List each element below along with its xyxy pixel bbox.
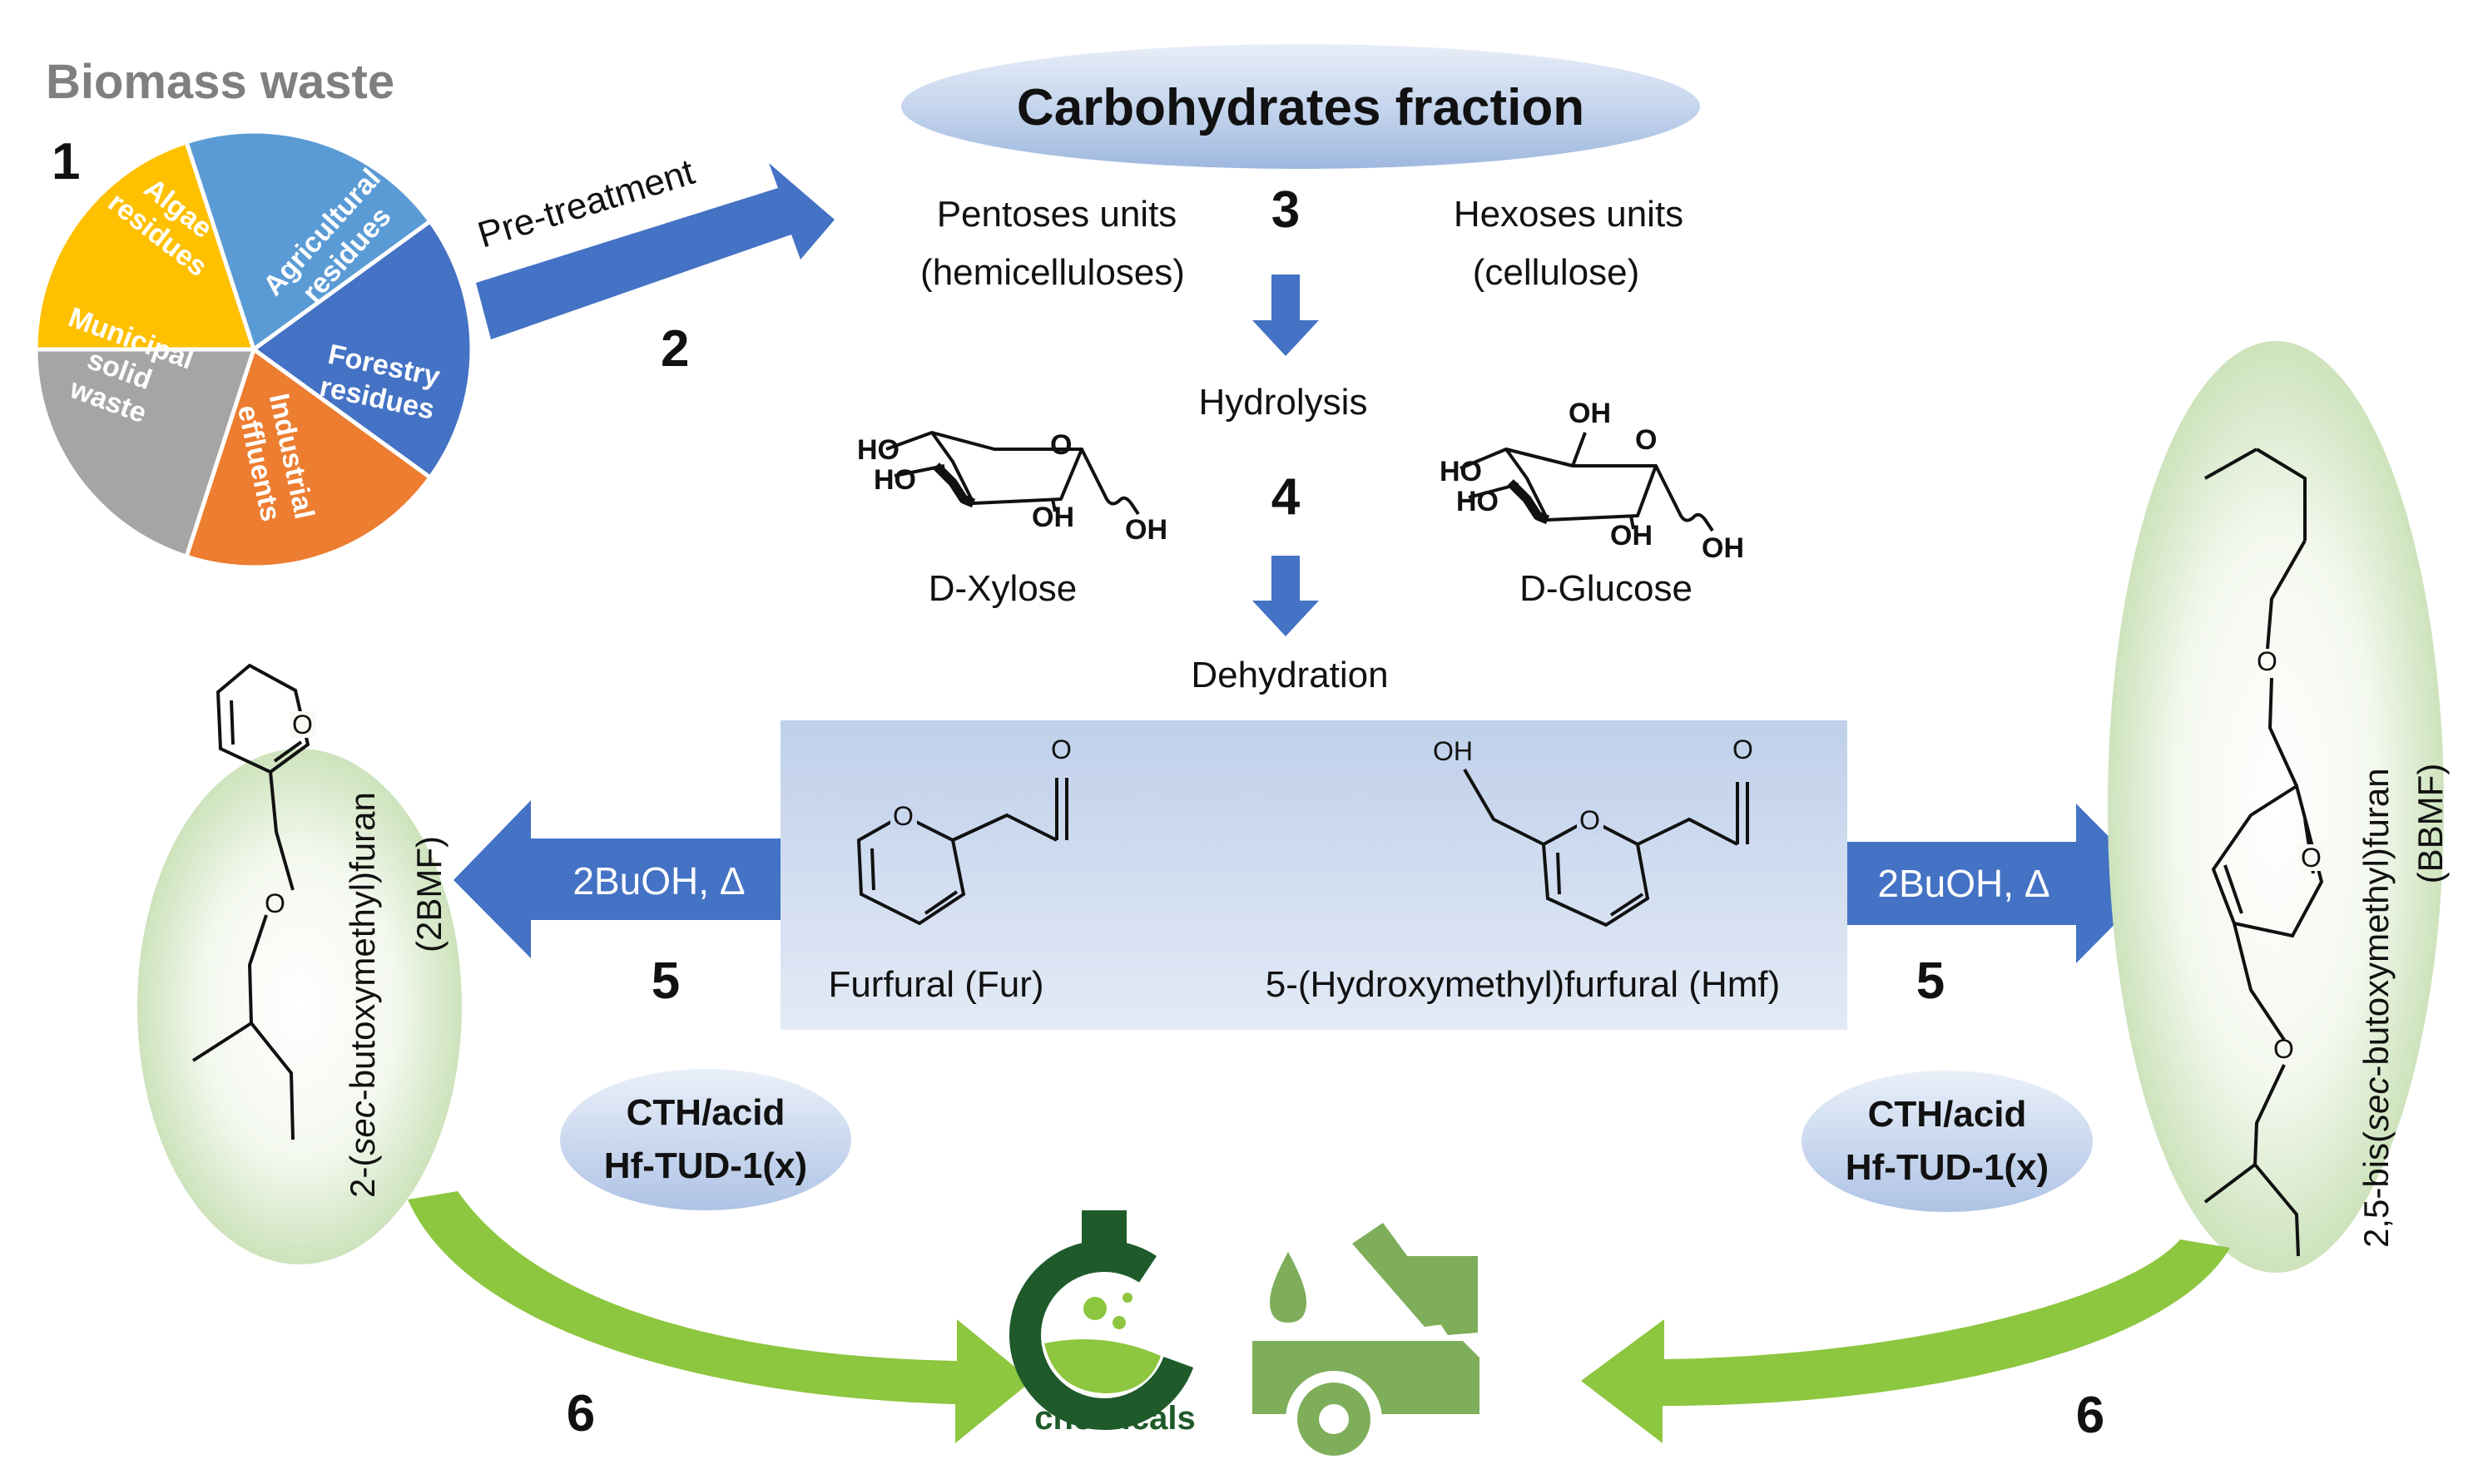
hmf-structure xyxy=(1463,768,1749,928)
glucose-oh-1: OH xyxy=(1610,520,1653,552)
glucose-oh-2: OH xyxy=(1702,532,1744,564)
left-step-6-number: 6 xyxy=(567,1385,595,1442)
bbmf-name: 2,5-bis(sec-butoxymethyl)furan xyxy=(2357,768,2396,1248)
hmf-carbonyl-o: O xyxy=(1732,735,1753,764)
glucose-oh-top: OH xyxy=(1569,398,1611,429)
pentoses-label-line1: Pentoses units xyxy=(937,194,1177,235)
right-step-6-number: 6 xyxy=(2076,1387,2104,1444)
xylose-o: O xyxy=(1050,429,1072,461)
bbmf-ring-o: O xyxy=(2301,843,2322,873)
dehydration-arrow xyxy=(1252,556,1319,636)
hmf-o-mask xyxy=(1577,807,1603,834)
hydrolysis-arrow xyxy=(1252,275,1319,356)
furfural-carbonyl-o: O xyxy=(1051,735,1072,764)
right-catalyst-line1: CTH/acid xyxy=(1868,1094,2027,1135)
pie-slice-3 xyxy=(33,347,257,560)
left-reaction-arrow xyxy=(453,800,781,958)
right-catalyst-line2: Hf-TUD-1(x) xyxy=(1846,1147,2049,1188)
right-product-ellipse xyxy=(2108,341,2444,1273)
carbohydrates-ellipse xyxy=(901,44,1700,169)
dehydration-label: Dehydration xyxy=(1191,655,1388,695)
d-xylose-structure xyxy=(885,431,1140,516)
hexoses-label-line2: (cellulose) xyxy=(1473,252,1640,293)
left-step-5-number: 5 xyxy=(652,952,680,1010)
step-4-number: 4 xyxy=(1271,468,1301,526)
furfural-ring-o: O xyxy=(893,801,914,831)
bbmf-abbr: (BBMF) xyxy=(2411,764,2450,884)
step-2-number: 2 xyxy=(661,320,689,378)
chemicals-flask-icon xyxy=(1009,1210,1199,1430)
left-product-ellipse xyxy=(137,749,462,1264)
pie-slice-0 xyxy=(183,129,434,354)
xylose-oh-2: OH xyxy=(1125,514,1167,546)
hmf-label: 5-(Hydroxymethyl)furfural (Hmf) xyxy=(1266,964,1781,1005)
hexoses-label-line1: Hexoses units xyxy=(1454,194,1683,235)
right-catalyst-ellipse xyxy=(1802,1071,2093,1212)
2bmf-ring-o: O xyxy=(292,710,313,740)
2bmf-structure xyxy=(191,663,310,1140)
furfural-label: Furfural (Fur) xyxy=(828,964,1043,1005)
glucose-label: D-Glucose xyxy=(1519,568,1693,609)
xylose-oh-1: OH xyxy=(1032,502,1074,533)
hydrolysis-label: Hydrolysis xyxy=(1199,382,1368,423)
pretreatment-arrow xyxy=(476,163,835,339)
right-step-5-number: 5 xyxy=(1916,952,1945,1010)
left-reagent-label: 2BuOH, Δ xyxy=(572,859,745,903)
left-catalyst-ellipse xyxy=(560,1069,851,1210)
step-1-number: 1 xyxy=(52,133,80,190)
left-green-arrow xyxy=(408,1191,1032,1443)
xylose-label: D-Xylose xyxy=(929,568,1078,609)
chemicals-label: chemicals xyxy=(1034,1400,1195,1437)
glucose-ho-1: HO xyxy=(1440,456,1482,487)
hmf-oh: OH xyxy=(1433,736,1473,766)
furfural-structure xyxy=(856,778,1068,926)
pentoses-label-line2: (hemicelluloses) xyxy=(920,252,1185,293)
2bmf-abbr: (2BMF) xyxy=(409,836,449,952)
right-reagent-label: 2BuOH, Δ xyxy=(1877,862,2049,905)
glucose-o: O xyxy=(1635,424,1657,456)
bbmf-ether-o-1: O xyxy=(2257,646,2277,676)
pie-slice-1 xyxy=(250,218,474,481)
2bmf-ether-o: O xyxy=(265,888,285,918)
pie-slice-2 xyxy=(183,345,434,570)
glucose-ho-2: HO xyxy=(1456,486,1499,517)
d-glucose-structure xyxy=(1460,432,1714,532)
furfural-o-mask xyxy=(890,803,917,829)
step-3-number: 3 xyxy=(1271,181,1300,239)
bbmf-o-ring-mask xyxy=(2298,844,2325,871)
left-catalyst-line1: CTH/acid xyxy=(627,1092,786,1133)
fuel-car-icon xyxy=(1252,1223,1479,1467)
right-green-arrow xyxy=(1581,1239,2230,1443)
hmf-ring-o: O xyxy=(1579,805,1600,835)
right-reaction-arrow xyxy=(1847,804,2155,963)
pie-slice-4 xyxy=(33,139,257,352)
left-catalyst-line2: Hf-TUD-1(x) xyxy=(604,1145,807,1186)
carbohydrates-title: Carbohydrates fraction xyxy=(1017,79,1584,136)
biomass-title: Biomass waste xyxy=(46,55,394,109)
xylose-ho-1: HO xyxy=(857,434,900,466)
bbmf-ether-o-2: O xyxy=(2273,1034,2294,1064)
2bmf-name: 2-(sec-butoxymethyl)furan xyxy=(343,792,382,1198)
xylose-ho-2: HO xyxy=(874,464,916,496)
2bmf-o-ring-mask xyxy=(290,711,316,738)
